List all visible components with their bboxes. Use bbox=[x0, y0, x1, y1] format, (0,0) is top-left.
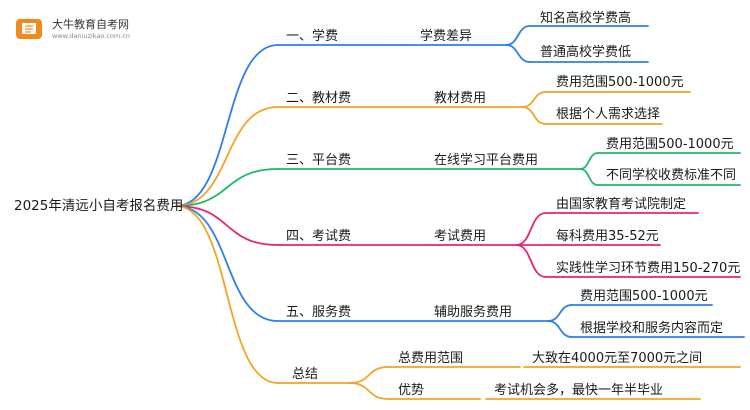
leaf-exam-1: 由国家教育考试院制定 bbox=[556, 197, 687, 212]
brand-logo: 大牛教育自考网 www.daniuzikao.com.cn bbox=[14, 12, 144, 48]
summary-advantage-value: 考试机会多，最快一年半毕业 bbox=[494, 383, 664, 398]
mid-platform: 在线学习平台费用 bbox=[434, 153, 539, 168]
link-mid-leaf-3-2 bbox=[579, 168, 599, 186]
link-mid-leaf-3-1 bbox=[579, 152, 599, 170]
leaf-service-1: 费用范围500-1000元 bbox=[580, 289, 708, 304]
book-icon bbox=[16, 19, 42, 39]
branch-tuition: 一、学费 bbox=[286, 29, 339, 44]
mid-exam: 考试费用 bbox=[434, 229, 487, 244]
link-root-summary bbox=[175, 205, 279, 384]
link-summary-advantage bbox=[349, 382, 389, 400]
link-mid-leaf-1-1 bbox=[505, 25, 531, 46]
link-mid-leaf-2-2 bbox=[521, 106, 547, 125]
link-root-branch-4 bbox=[175, 205, 279, 246]
link-mid-leaf-5-1 bbox=[547, 304, 573, 322]
link-mid-leaf-5-2 bbox=[547, 320, 573, 338]
leaf-tuition-1: 知名高校学费高 bbox=[540, 11, 632, 26]
leaf-exam-3: 实践性学习环节费用150-270元 bbox=[556, 261, 741, 276]
branch-summary: 总结 bbox=[292, 367, 319, 382]
link-summary-range bbox=[349, 366, 389, 384]
summary-range-label: 总费用范围 bbox=[398, 351, 464, 366]
branch-textbook: 二、教材费 bbox=[286, 91, 352, 106]
branch-service: 五、服务费 bbox=[286, 305, 352, 320]
link-root-branch-5 bbox=[175, 205, 279, 322]
leaf-textbook-2: 根据个人需求选择 bbox=[556, 107, 661, 122]
link-mid-leaf-1-2 bbox=[505, 44, 531, 63]
leaf-platform-1: 费用范围500-1000元 bbox=[606, 137, 734, 152]
brand-name: 大牛教育自考网 bbox=[52, 18, 129, 31]
root-topic: 2025年清远小自考报名费用 bbox=[14, 198, 184, 214]
leaf-exam-2: 每科费用35-52元 bbox=[556, 229, 659, 244]
link-root-branch-1 bbox=[175, 44, 279, 207]
leaf-platform-2: 不同学校收费标准不同 bbox=[606, 168, 737, 183]
summary-range-value: 大致在4000元至7000元之间 bbox=[532, 351, 703, 366]
link-mid-leaf-2-1 bbox=[521, 91, 547, 108]
brand-url: www.daniuzikao.com.cn bbox=[52, 32, 130, 40]
link-root-branch-2 bbox=[175, 106, 279, 207]
mid-tuition: 学费差异 bbox=[420, 29, 473, 44]
leaf-tuition-2: 普通高校学费低 bbox=[540, 45, 632, 60]
link-mid-leaf-4-3 bbox=[515, 244, 547, 278]
link-root-branch-3 bbox=[175, 168, 279, 207]
branch-exam: 四、考试费 bbox=[286, 229, 352, 244]
mid-textbook: 教材费用 bbox=[434, 91, 487, 106]
link-mid-leaf-4-1 bbox=[515, 212, 547, 246]
branch-platform: 三、平台费 bbox=[286, 153, 352, 168]
leaf-textbook-1: 费用范围500-1000元 bbox=[556, 75, 684, 90]
leaf-service-2: 根据学校和服务内容而定 bbox=[580, 321, 724, 336]
mid-service: 辅助服务费用 bbox=[434, 305, 513, 320]
summary-advantage-label: 优势 bbox=[398, 383, 425, 398]
